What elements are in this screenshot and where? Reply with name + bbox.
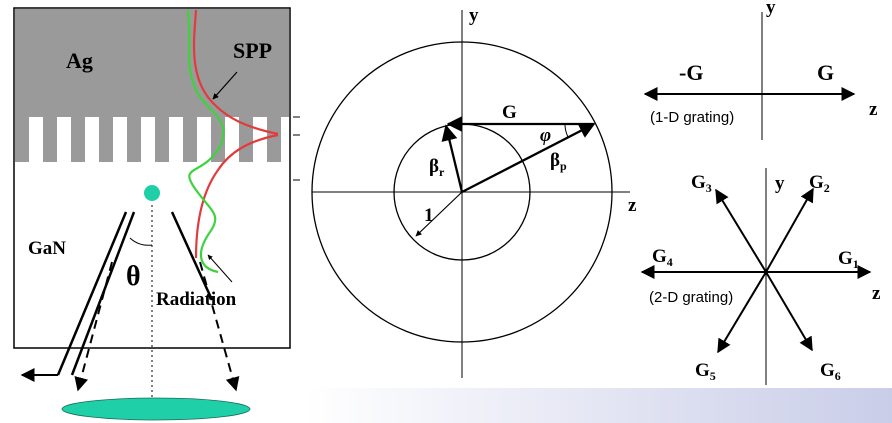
z-axis-label: z bbox=[628, 195, 637, 216]
radiation-label: Radiation bbox=[156, 289, 237, 310]
g2-subscript: 2 bbox=[824, 181, 830, 195]
cone-left-edge bbox=[74, 261, 113, 392]
g6-subscript: 6 bbox=[835, 369, 841, 383]
footer-banner bbox=[306, 388, 892, 423]
grating-tooth bbox=[15, 117, 29, 162]
ray-left-outer bbox=[56, 211, 128, 376]
z-axis-label: z bbox=[872, 283, 881, 304]
y-axis-label: y bbox=[775, 173, 785, 194]
grating-tooth bbox=[155, 117, 169, 162]
grating-tooth bbox=[43, 117, 57, 162]
g6-vector bbox=[765, 271, 813, 352]
g5-main: G bbox=[695, 360, 710, 381]
beta-r-subscript: r bbox=[439, 165, 445, 179]
grating-teeth bbox=[15, 117, 281, 162]
spp-label: SPP bbox=[233, 38, 272, 63]
beta-r-main: β bbox=[429, 156, 439, 177]
g1-main: G bbox=[838, 248, 853, 269]
beta-r-vector bbox=[441, 124, 464, 193]
grating-2d-panel: y z G1 G2 G3 G4 G5 G6 (2-D grating) bbox=[640, 168, 881, 385]
far-field-spot bbox=[61, 397, 251, 421]
spp-pointer-arrow bbox=[212, 71, 238, 100]
metal-layer bbox=[15, 9, 289, 117]
g3-vector bbox=[715, 188, 767, 273]
g2-vector bbox=[765, 187, 814, 273]
outer-circle bbox=[311, 41, 613, 343]
grating-1d-panel: y z -G G (1-D grating) bbox=[643, 0, 878, 140]
grating-vector-label: G bbox=[502, 102, 517, 123]
grating-tooth bbox=[211, 117, 225, 162]
g5-label: G5 bbox=[695, 360, 716, 383]
grating-tooth bbox=[267, 117, 281, 162]
g2-main: G bbox=[809, 172, 824, 193]
angle-theta-label: θ bbox=[126, 261, 141, 292]
spp-field-curve bbox=[192, 9, 279, 259]
beta-p-main: β bbox=[550, 150, 560, 171]
g3-label: G3 bbox=[691, 172, 712, 195]
g1-subscript: 1 bbox=[853, 257, 859, 271]
g6-main: G bbox=[820, 360, 835, 381]
ray-right bbox=[170, 211, 214, 301]
beta-p-vector bbox=[461, 122, 596, 194]
cone-right-edge bbox=[199, 261, 240, 392]
grating-2d-caption: (2-D grating) bbox=[649, 289, 733, 306]
g3-subscript: 3 bbox=[706, 181, 712, 195]
g4-main: G bbox=[652, 246, 667, 267]
left-panel-device: Ag SPP GaN θ Radiation bbox=[13, 7, 300, 421]
beta-p-subscript: p bbox=[560, 159, 567, 173]
radius-arrow bbox=[415, 191, 463, 237]
metal-label: Ag bbox=[66, 48, 93, 73]
grating-tooth bbox=[183, 117, 197, 162]
beta-p-label: βp bbox=[550, 150, 567, 173]
g2-label: G2 bbox=[809, 172, 830, 195]
g5-vector bbox=[717, 271, 767, 354]
g4-subscript: 4 bbox=[667, 255, 673, 269]
theta-arc bbox=[129, 237, 153, 246]
grating-tooth bbox=[239, 117, 253, 162]
z-axis-label: z bbox=[869, 99, 878, 120]
pos-grating-label: G bbox=[817, 60, 834, 85]
substrate-label: GaN bbox=[28, 238, 66, 259]
emitter-dot bbox=[144, 185, 160, 201]
g1-label: G1 bbox=[838, 248, 859, 271]
phi-label: φ bbox=[540, 125, 551, 146]
radiation-pointer-arrow bbox=[207, 254, 233, 283]
grating-tooth bbox=[127, 117, 141, 162]
g6-label: G6 bbox=[820, 360, 841, 383]
neg-grating-label: -G bbox=[679, 60, 703, 85]
y-axis-label: y bbox=[469, 5, 479, 26]
phi-arc bbox=[564, 123, 569, 138]
radius-label: 1 bbox=[424, 205, 434, 226]
grating-1d-caption: (1-D grating) bbox=[650, 109, 734, 126]
y-axis-label: y bbox=[766, 0, 776, 18]
radiation-wave bbox=[186, 9, 225, 274]
g5-subscript: 5 bbox=[710, 369, 716, 383]
g3-main: G bbox=[691, 172, 706, 193]
beta-r-label: βr bbox=[429, 156, 445, 179]
wavevector-circle-panel: y z G φ βr βp 1 bbox=[311, 5, 637, 378]
grating-tooth bbox=[71, 117, 85, 162]
grating-tooth bbox=[99, 117, 113, 162]
g4-label: G4 bbox=[652, 246, 673, 269]
